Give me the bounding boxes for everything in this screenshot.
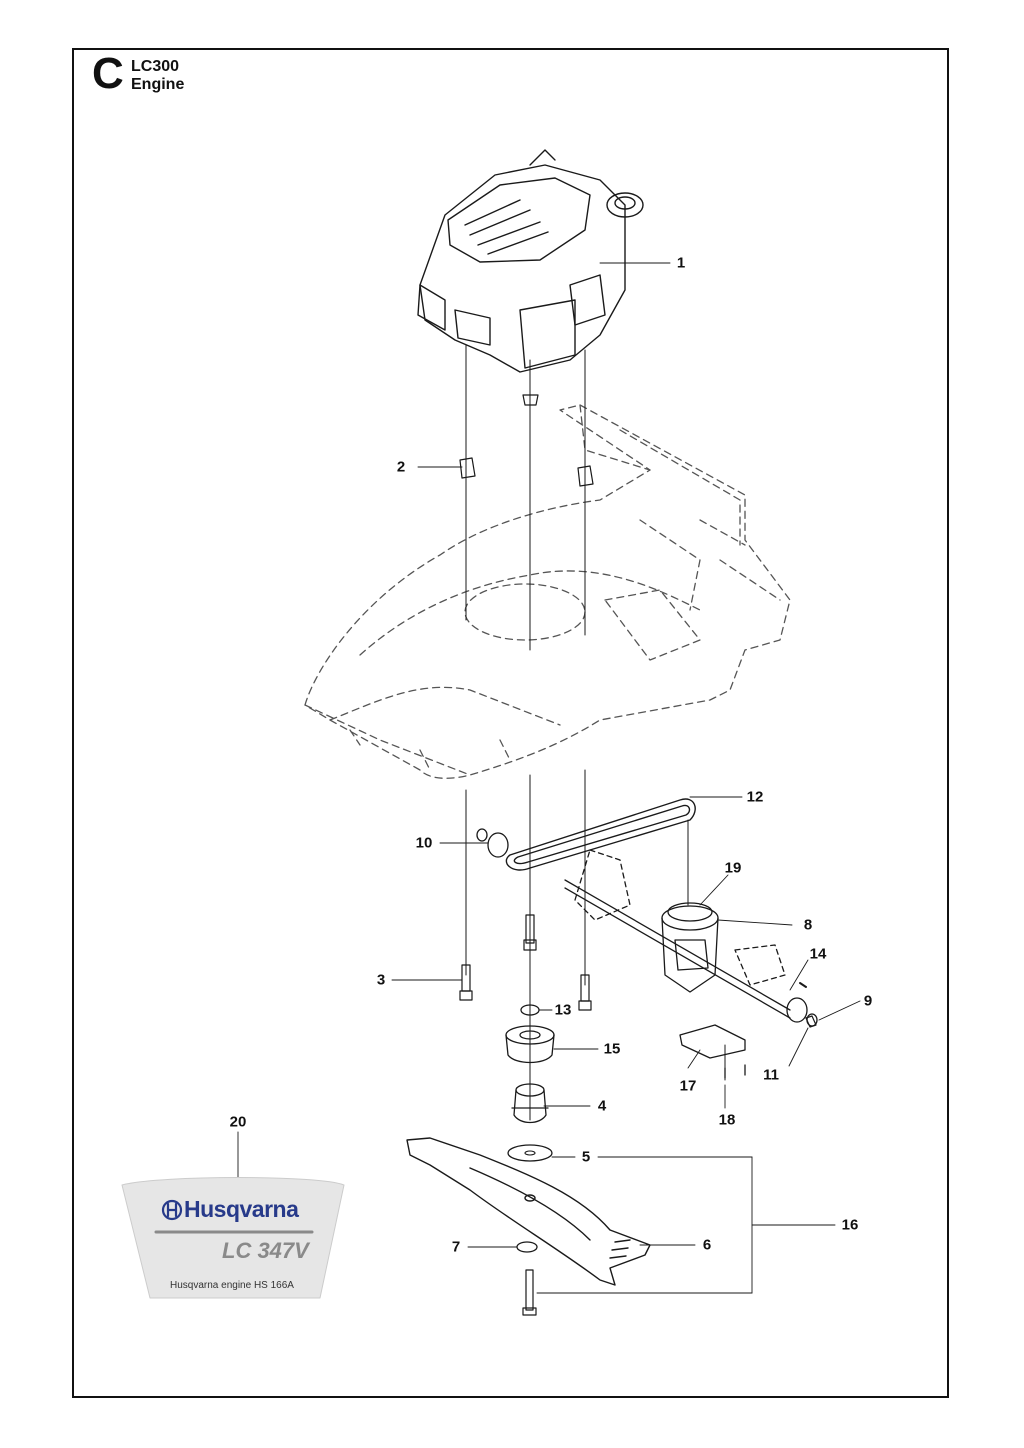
bracket	[679, 1024, 746, 1079]
gearbox-assembly	[564, 849, 791, 1019]
husqvarna-logo-icon	[161, 1199, 183, 1221]
pin-14	[799, 982, 807, 988]
callout-9: 9	[863, 992, 873, 1010]
callout-19: 19	[724, 859, 742, 877]
decal-model: LC 347V	[222, 1238, 309, 1263]
decal-brand: Husqvarna	[184, 1196, 299, 1222]
mower-deck	[304, 404, 791, 779]
pulley	[505, 1025, 555, 1064]
bolts	[459, 914, 592, 1316]
callout-8: 8	[803, 916, 813, 934]
clip-11	[805, 1015, 817, 1028]
callout-1: 1	[676, 254, 686, 272]
engine-mounts	[459, 394, 594, 487]
callout-11: 11	[763, 1066, 779, 1084]
assembly-lines	[465, 344, 726, 1121]
callout-5: 5	[581, 1148, 591, 1166]
callout-17: 17	[679, 1077, 697, 1095]
model-code: LC300	[131, 58, 180, 75]
callout-7: 7	[451, 1238, 461, 1256]
blade	[406, 1137, 651, 1286]
callout-16: 16	[841, 1216, 859, 1234]
callout-18: 18	[718, 1111, 736, 1129]
callout-14: 14	[809, 945, 827, 963]
decal-shape	[121, 1177, 345, 1299]
callout-10: 10	[415, 834, 433, 852]
callout-3: 3	[376, 971, 386, 989]
leader-lines	[237, 262, 861, 1294]
callout-6: 6	[702, 1236, 712, 1254]
callout-20: 20	[229, 1113, 247, 1131]
washer-7	[516, 1241, 538, 1253]
blade-hub	[511, 1083, 549, 1124]
callout-15: 15	[603, 1040, 621, 1058]
drive-belt	[505, 798, 696, 871]
section-letter: C	[92, 49, 124, 98]
page-frame	[72, 48, 949, 1398]
callout-4: 4	[597, 1097, 607, 1115]
section-title: Engine	[131, 76, 185, 93]
decal-engine-text: Husqvarna engine HS 166A	[170, 1280, 294, 1291]
callout-2: 2	[396, 458, 406, 476]
callout-13: 13	[554, 1001, 572, 1019]
callout-12: 12	[746, 788, 764, 806]
washer-5	[507, 1144, 553, 1162]
engine-part	[417, 149, 644, 373]
